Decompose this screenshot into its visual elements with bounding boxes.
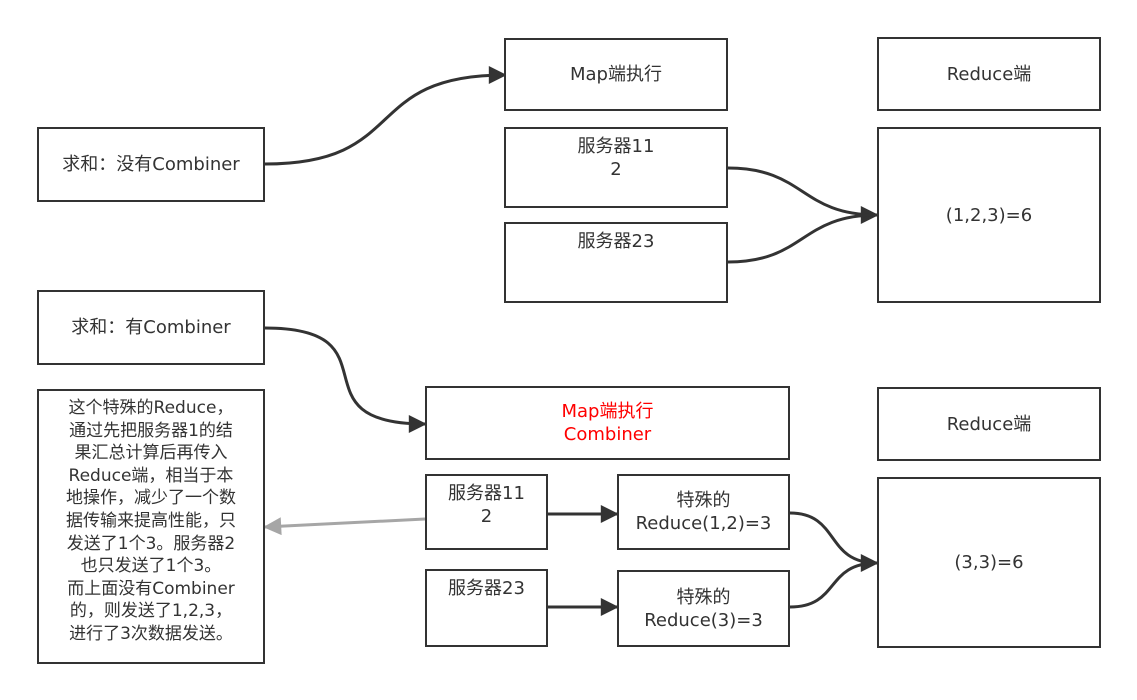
- edge-top-label-to-map: [264, 66, 507, 166]
- label-with-combiner-text: 求和：有Combiner: [71, 317, 231, 338]
- map-header-combiner-line2: Combiner: [563, 424, 652, 445]
- reduce-result-bottom: (3,3)=6: [877, 477, 1101, 648]
- server1-bottom: 服务器11 2: [425, 474, 548, 550]
- reduce-header-top-text: Reduce端: [946, 63, 1032, 85]
- server1-bottom-line1: 服务器11: [448, 483, 525, 504]
- reduce-header-bottom: Reduce端: [877, 387, 1101, 461]
- note-line: 发送了1个3。服务器2: [66, 533, 236, 554]
- note-line: 而上面没有Combiner: [67, 578, 235, 599]
- note-line: Reduce端，相当于本: [68, 465, 234, 486]
- special-reduce-1: 特殊的 Reduce(1,2)=3: [617, 474, 790, 550]
- note-box: 这个特殊的Reduce， 通过先把服务器1的结 果汇总计算后再传入 Reduce…: [37, 389, 265, 664]
- server2-top-text: 服务器23: [577, 231, 655, 252]
- reduce-result-top-text: (1,2,3)=6: [945, 204, 1033, 226]
- server1-top: 服务器11 2: [504, 127, 728, 208]
- reduce-header-bottom-text: Reduce端: [946, 413, 1032, 435]
- server2-bottom: 服务器23: [425, 569, 548, 647]
- server2-bottom-text: 服务器23: [448, 578, 525, 599]
- special-reduce-2: 特殊的 Reduce(3)=3: [617, 570, 790, 647]
- note-line: 据传输来提高性能，只: [66, 510, 236, 531]
- note-line: 进行了3次数据发送。: [69, 623, 233, 644]
- server1-bottom-line2: 2: [480, 506, 493, 527]
- edge-server1-to-note: [263, 517, 426, 536]
- map-header-top: Map端执行: [504, 38, 728, 111]
- note-line: 果汇总计算后再传入: [74, 443, 228, 464]
- edge-top-server1-to-reduce: [727, 166, 879, 224]
- note-line: 的，则发送了1,2,3，: [69, 601, 233, 622]
- server1-top-line2: 2: [610, 159, 622, 180]
- edge-top-server2-to-reduce: [727, 213, 878, 264]
- label-without-combiner: 求和：没有Combiner: [37, 127, 265, 202]
- edge-special1-to-reduce: [789, 511, 879, 572]
- label-with-combiner: 求和：有Combiner: [37, 290, 265, 365]
- note-line: 地操作，减少了一个数: [66, 488, 236, 509]
- reduce-header-top: Reduce端: [877, 37, 1101, 111]
- edge-special2-to-reduce: [789, 561, 878, 609]
- reduce-result-bottom-text: (3,3)=6: [954, 552, 1024, 573]
- note-line: 通过先把服务器1的结: [69, 420, 233, 441]
- reduce-result-top: (1,2,3)=6: [877, 127, 1101, 303]
- special-reduce-1-line1: 特殊的: [676, 490, 731, 511]
- map-header-top-text: Map端执行: [570, 64, 662, 85]
- server1-top-line1: 服务器11: [577, 136, 655, 157]
- server2-top: 服务器23: [504, 222, 728, 303]
- label-without-combiner-text: 求和：没有Combiner: [62, 154, 240, 175]
- special-reduce-2-line2: Reduce(3)=3: [644, 609, 763, 631]
- map-header-combiner-line1: Map端执行: [561, 401, 654, 422]
- special-reduce-1-line2: Reduce(1,2)=3: [635, 513, 772, 534]
- note-line: 这个特殊的Reduce，: [68, 398, 234, 418]
- special-reduce-2-line1: 特殊的: [676, 586, 731, 608]
- edge-bottom-label-to-map: [264, 326, 427, 433]
- map-header-combiner: Map端执行 Combiner: [425, 386, 790, 460]
- note-line: 也只发送了1个3。: [80, 556, 222, 577]
